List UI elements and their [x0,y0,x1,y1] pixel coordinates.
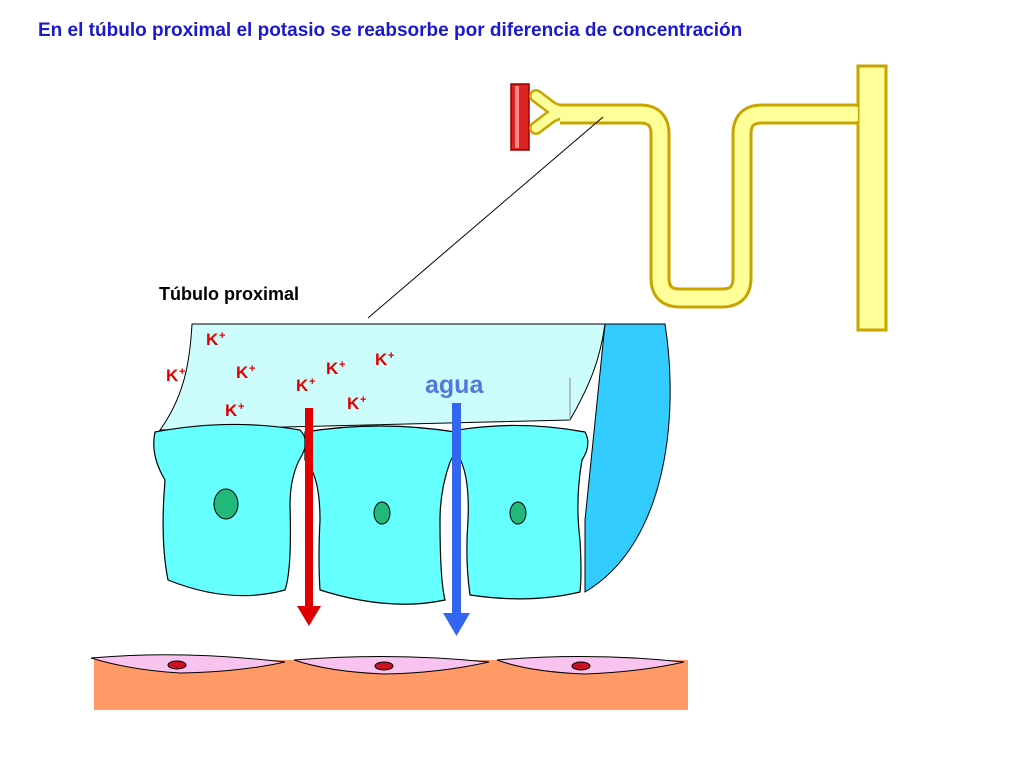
svg-text:+: + [179,366,185,378]
endothelial-cell [496,655,685,675]
cell-nucleus [373,501,391,525]
svg-text:+: + [219,330,225,342]
tubule-section [153,323,671,605]
svg-text:K: K [347,394,360,413]
nephron-tubule [560,103,865,309]
endothelial-cell [90,654,286,674]
water-flux-arrow [443,403,470,636]
svg-text:+: + [309,376,315,388]
svg-text:+: + [388,350,394,362]
slide-title: En el túbulo proximal el potasio se reab… [38,20,743,41]
potassium-ion: K+ [225,401,244,420]
pointer-line [367,116,604,319]
svg-text:K: K [296,376,309,395]
svg-text:K: K [326,359,339,378]
svg-text:+: + [249,363,255,375]
potassium-ion: K+ [326,359,345,378]
potassium-ion: K+ [347,394,366,413]
svg-text:K: K [236,363,249,382]
svg-text:+: + [360,394,366,406]
nephron-schematic [367,64,888,332]
potassium-ion: K+ [375,350,394,369]
potassium-ion: K+ [206,330,225,349]
collecting-duct [856,64,888,332]
blood-vessel [510,83,530,151]
cell-nucleus [509,501,527,525]
potassium-ion: K+ [296,376,315,395]
tubule-label: Túbulo proximal [159,284,299,304]
potassium-ions: K+ K+ K+ K+ K+ K+ K+ K+ [166,330,394,420]
endothelial-nucleus [571,661,591,671]
water-label: agua [425,371,484,399]
potassium-flux-arrow [297,408,321,626]
svg-text:K: K [206,330,219,349]
tubule-wall [584,323,671,593]
svg-text:K: K [375,350,388,369]
capillary-endothelium [90,654,685,675]
endothelial-nucleus [374,661,394,671]
potassium-ion: K+ [166,366,185,385]
svg-text:+: + [238,401,244,413]
svg-text:+: + [339,359,345,371]
svg-text:K: K [225,401,238,420]
potassium-ion: K+ [236,363,255,382]
svg-text:K: K [166,366,179,385]
cell-nucleus [213,488,239,520]
endothelial-nucleus [167,660,187,670]
